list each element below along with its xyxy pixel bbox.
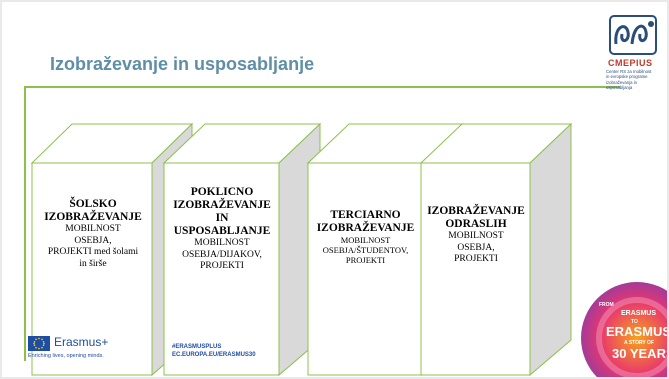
box-3-body-2: OSEBJA/ŠTUDENTOV, <box>322 245 409 255</box>
box-1-text: ŠOLSKO IZOBRAŽEVANJE MOBILNOST OSEBJA, P… <box>34 198 152 270</box>
footer-links: #ERASMUSPLUS EC.EUROPA.EU/ERASMUS30 <box>172 343 256 359</box>
cmepius-subtitle-3: izobraževanja in <box>606 79 638 85</box>
box-1-body-1: MOBILNOST <box>65 224 121 234</box>
box-4-body-3: PROJEKTI <box>454 254 498 264</box>
left-divider <box>24 86 26 361</box>
box-1-body-2: OSEBJA, <box>74 235 112 246</box>
cmepius-logo: CMEPIUS Center RS za mobilnost in evrops… <box>604 14 662 96</box>
cmepius-name: CMEPIUS <box>608 58 653 68</box>
badge-line-5: A STORY OF <box>624 340 654 346</box>
box-3-text: TERCIARNO IZOBRAŽEVANJE MOBILNOST OSEBJA… <box>308 209 423 265</box>
box-1-heading-1: ŠOLSKO <box>69 198 117 210</box>
eu-flag-icon <box>28 336 50 351</box>
box-3-heading-2: IZOBRAŽEVANJE <box>316 222 415 234</box>
box-3-body-1: MOBILNOST <box>340 235 391 245</box>
erasmus-30-years-badge: FROM ERASMUS TO ERASMUS+ A STORY OF 30 Y… <box>577 270 667 377</box>
box-2-heading-4: USPOSABLJANJE <box>173 225 271 237</box>
slide-title: Izobraževanje in usposabljanje <box>50 54 315 74</box>
box-4-body-2: OSEBJA, <box>457 242 495 253</box>
erasmus-plus-tagline: Enriching lives, opening minds. <box>28 353 104 359</box>
box-4-shape <box>419 122 573 377</box>
box-2-body-3: PROJEKTI <box>200 261 244 271</box>
box-2-heading-3: IN <box>215 212 229 224</box>
badge-line-1: FROM <box>599 302 614 308</box>
box-4-heading-1: IZOBRAŽEVANJE <box>427 205 525 217</box>
box-1-heading-2: IZOBRAŽEVANJE <box>44 211 142 223</box>
box-2-body-1: MOBILNOST <box>194 238 250 248</box>
box-4-heading-2: ODRASLIH <box>445 218 507 230</box>
title-divider <box>24 86 620 88</box>
badge-line-4: ERASMUS+ <box>606 324 667 339</box>
cmepius-subtitle: Center RS za mobilnost in evropske progr… <box>606 69 664 91</box>
badge-line-6: 30 YEARS <box>612 346 667 361</box>
cmepius-swirl-icon <box>609 15 657 55</box>
box-1-body-3: PROJEKTI med šolami <box>47 247 139 257</box>
badge-line-2: ERASMUS <box>621 310 656 317</box>
cmepius-subtitle-2: in evropske programe <box>606 74 648 80</box>
box-4-text: IZOBRAŽEVANJE ODRASLIH MOBILNOST OSEBJA,… <box>421 205 531 266</box>
cmepius-subtitle-4: usposabljanja <box>606 85 633 91</box>
erasmus30-url[interactable]: EC.EUROPA.EU/ERASMUS30 <box>172 352 256 358</box>
box-3-heading-1: TERCIARNO <box>330 209 401 221</box>
box-3-body-3: PROJEKTI <box>345 255 386 265</box>
box-2-heading-2: IZOBRAŽEVANJE <box>173 199 271 211</box>
badge-line-3: TO <box>631 319 638 325</box>
box-2-text: POKLICNO IZOBRAŽEVANJE IN USPOSABLJANJE … <box>164 186 280 273</box>
box-2-body-2: OSEBJA/DIJAKOV, <box>182 249 262 260</box>
box-4-body-1: MOBILNOST <box>448 231 504 241</box>
erasmus-plus-name: Erasmus+ <box>54 335 109 349</box>
box-1-body-4: in širše <box>79 258 107 269</box>
box-2-heading-1: POKLICNO <box>190 186 254 198</box>
hashtag-text: #ERASMUSPLUS <box>172 344 222 350</box>
cmepius-subtitle-1: Center RS za mobilnost <box>606 69 652 74</box>
